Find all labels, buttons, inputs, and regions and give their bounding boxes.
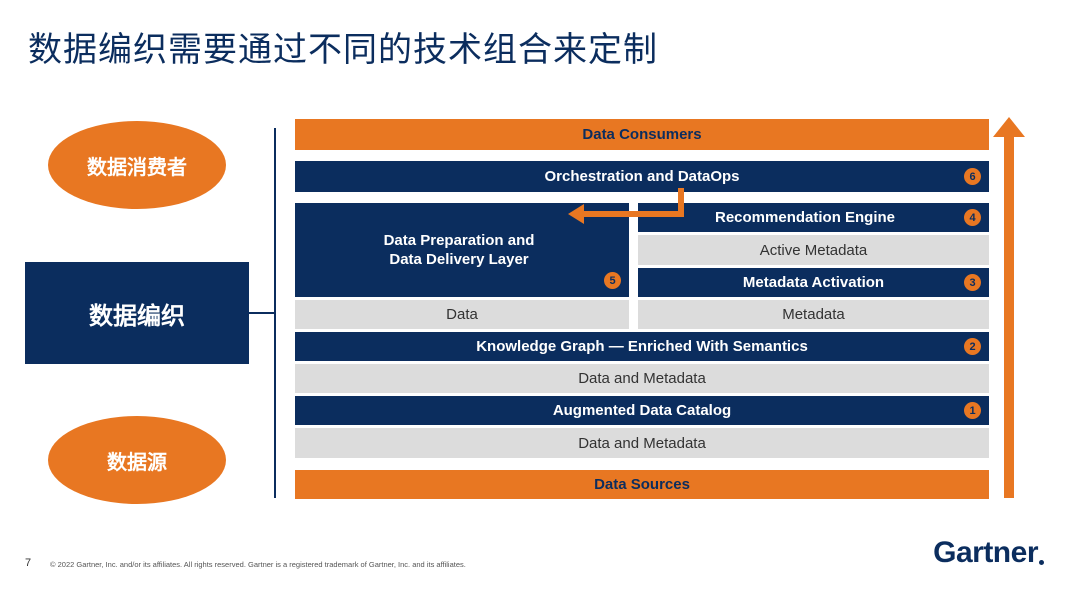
data-label: Data: [446, 306, 478, 323]
data-sources-bar: Data Sources: [295, 470, 989, 499]
bracket-line: [274, 128, 276, 498]
badge-6: 6: [964, 168, 981, 185]
badge-4: 4: [964, 209, 981, 226]
augmented-catalog-bar: Augmented Data Catalog 1: [295, 396, 989, 425]
metadata-label: Metadata: [782, 306, 845, 323]
badge-5: 5: [604, 272, 621, 289]
slide-title: 数据编织需要通过不同的技术组合来定制: [28, 30, 658, 70]
metadata-activation-label: Metadata Activation: [742, 274, 885, 291]
data-consumers-bar: Data Consumers: [295, 119, 989, 150]
active-metadata-label: Active Metadata: [759, 241, 868, 259]
badge-2: 2: [964, 338, 981, 355]
data-consumers-label: 数据消费者: [87, 154, 187, 179]
orchestration-bar: Orchestration and DataOps 6: [295, 161, 989, 192]
prep-layer-line2: Data Delivery Layer: [389, 251, 529, 268]
data-preparation-block: Data Preparation and Data Delivery Layer…: [295, 203, 629, 297]
data-sources-ellipse: 数据源: [48, 416, 226, 504]
metadata-bar: Metadata: [638, 300, 989, 329]
data-sources-bar-label: Data Sources: [594, 476, 690, 493]
knowledge-graph-label: Knowledge Graph — Enriched With Semantic…: [476, 338, 808, 355]
augmented-catalog-label: Augmented Data Catalog: [552, 402, 732, 419]
recommendation-engine-bar: Recommendation Engine 4: [638, 203, 989, 232]
data-and-metadata-bar-1: Data and Metadata: [295, 364, 989, 393]
active-metadata-bar: Active Metadata: [638, 235, 989, 265]
upward-arrow-icon: [993, 117, 1025, 137]
data-fabric-label: 数据编织: [89, 301, 185, 330]
connector-line: [249, 312, 275, 314]
knowledge-graph-bar: Knowledge Graph — Enriched With Semantic…: [295, 332, 989, 361]
prep-layer-line1: Data Preparation and: [383, 232, 535, 249]
data-consumers-ellipse: 数据消费者: [48, 121, 226, 209]
metadata-activation-bar: Metadata Activation 3: [638, 268, 989, 297]
badge-3: 3: [964, 274, 981, 291]
data-fabric-box: 数据编织: [25, 262, 249, 364]
data-and-metadata-bar-2: Data and Metadata: [295, 428, 989, 458]
recommendation-label: Recommendation Engine: [715, 209, 896, 226]
orchestration-label: Orchestration and DataOps: [544, 168, 740, 185]
badge-1: 1: [964, 402, 981, 419]
page-number: 7: [25, 557, 32, 569]
data-and-metadata-label-1: Data and Metadata: [578, 370, 706, 387]
data-sources-label: 数据源: [107, 449, 167, 474]
data-consumers-bar-label: Data Consumers: [582, 126, 702, 143]
copyright-footer: © 2022 Gartner, Inc. and/or its affiliat…: [50, 560, 466, 569]
data-and-metadata-label-2: Data and Metadata: [578, 434, 706, 452]
gartner-logo-dot: [1039, 560, 1044, 565]
gartner-logo: Gartner: [933, 536, 1038, 569]
upward-arrow-shaft: [1004, 134, 1014, 498]
data-bar: Data: [295, 300, 629, 329]
